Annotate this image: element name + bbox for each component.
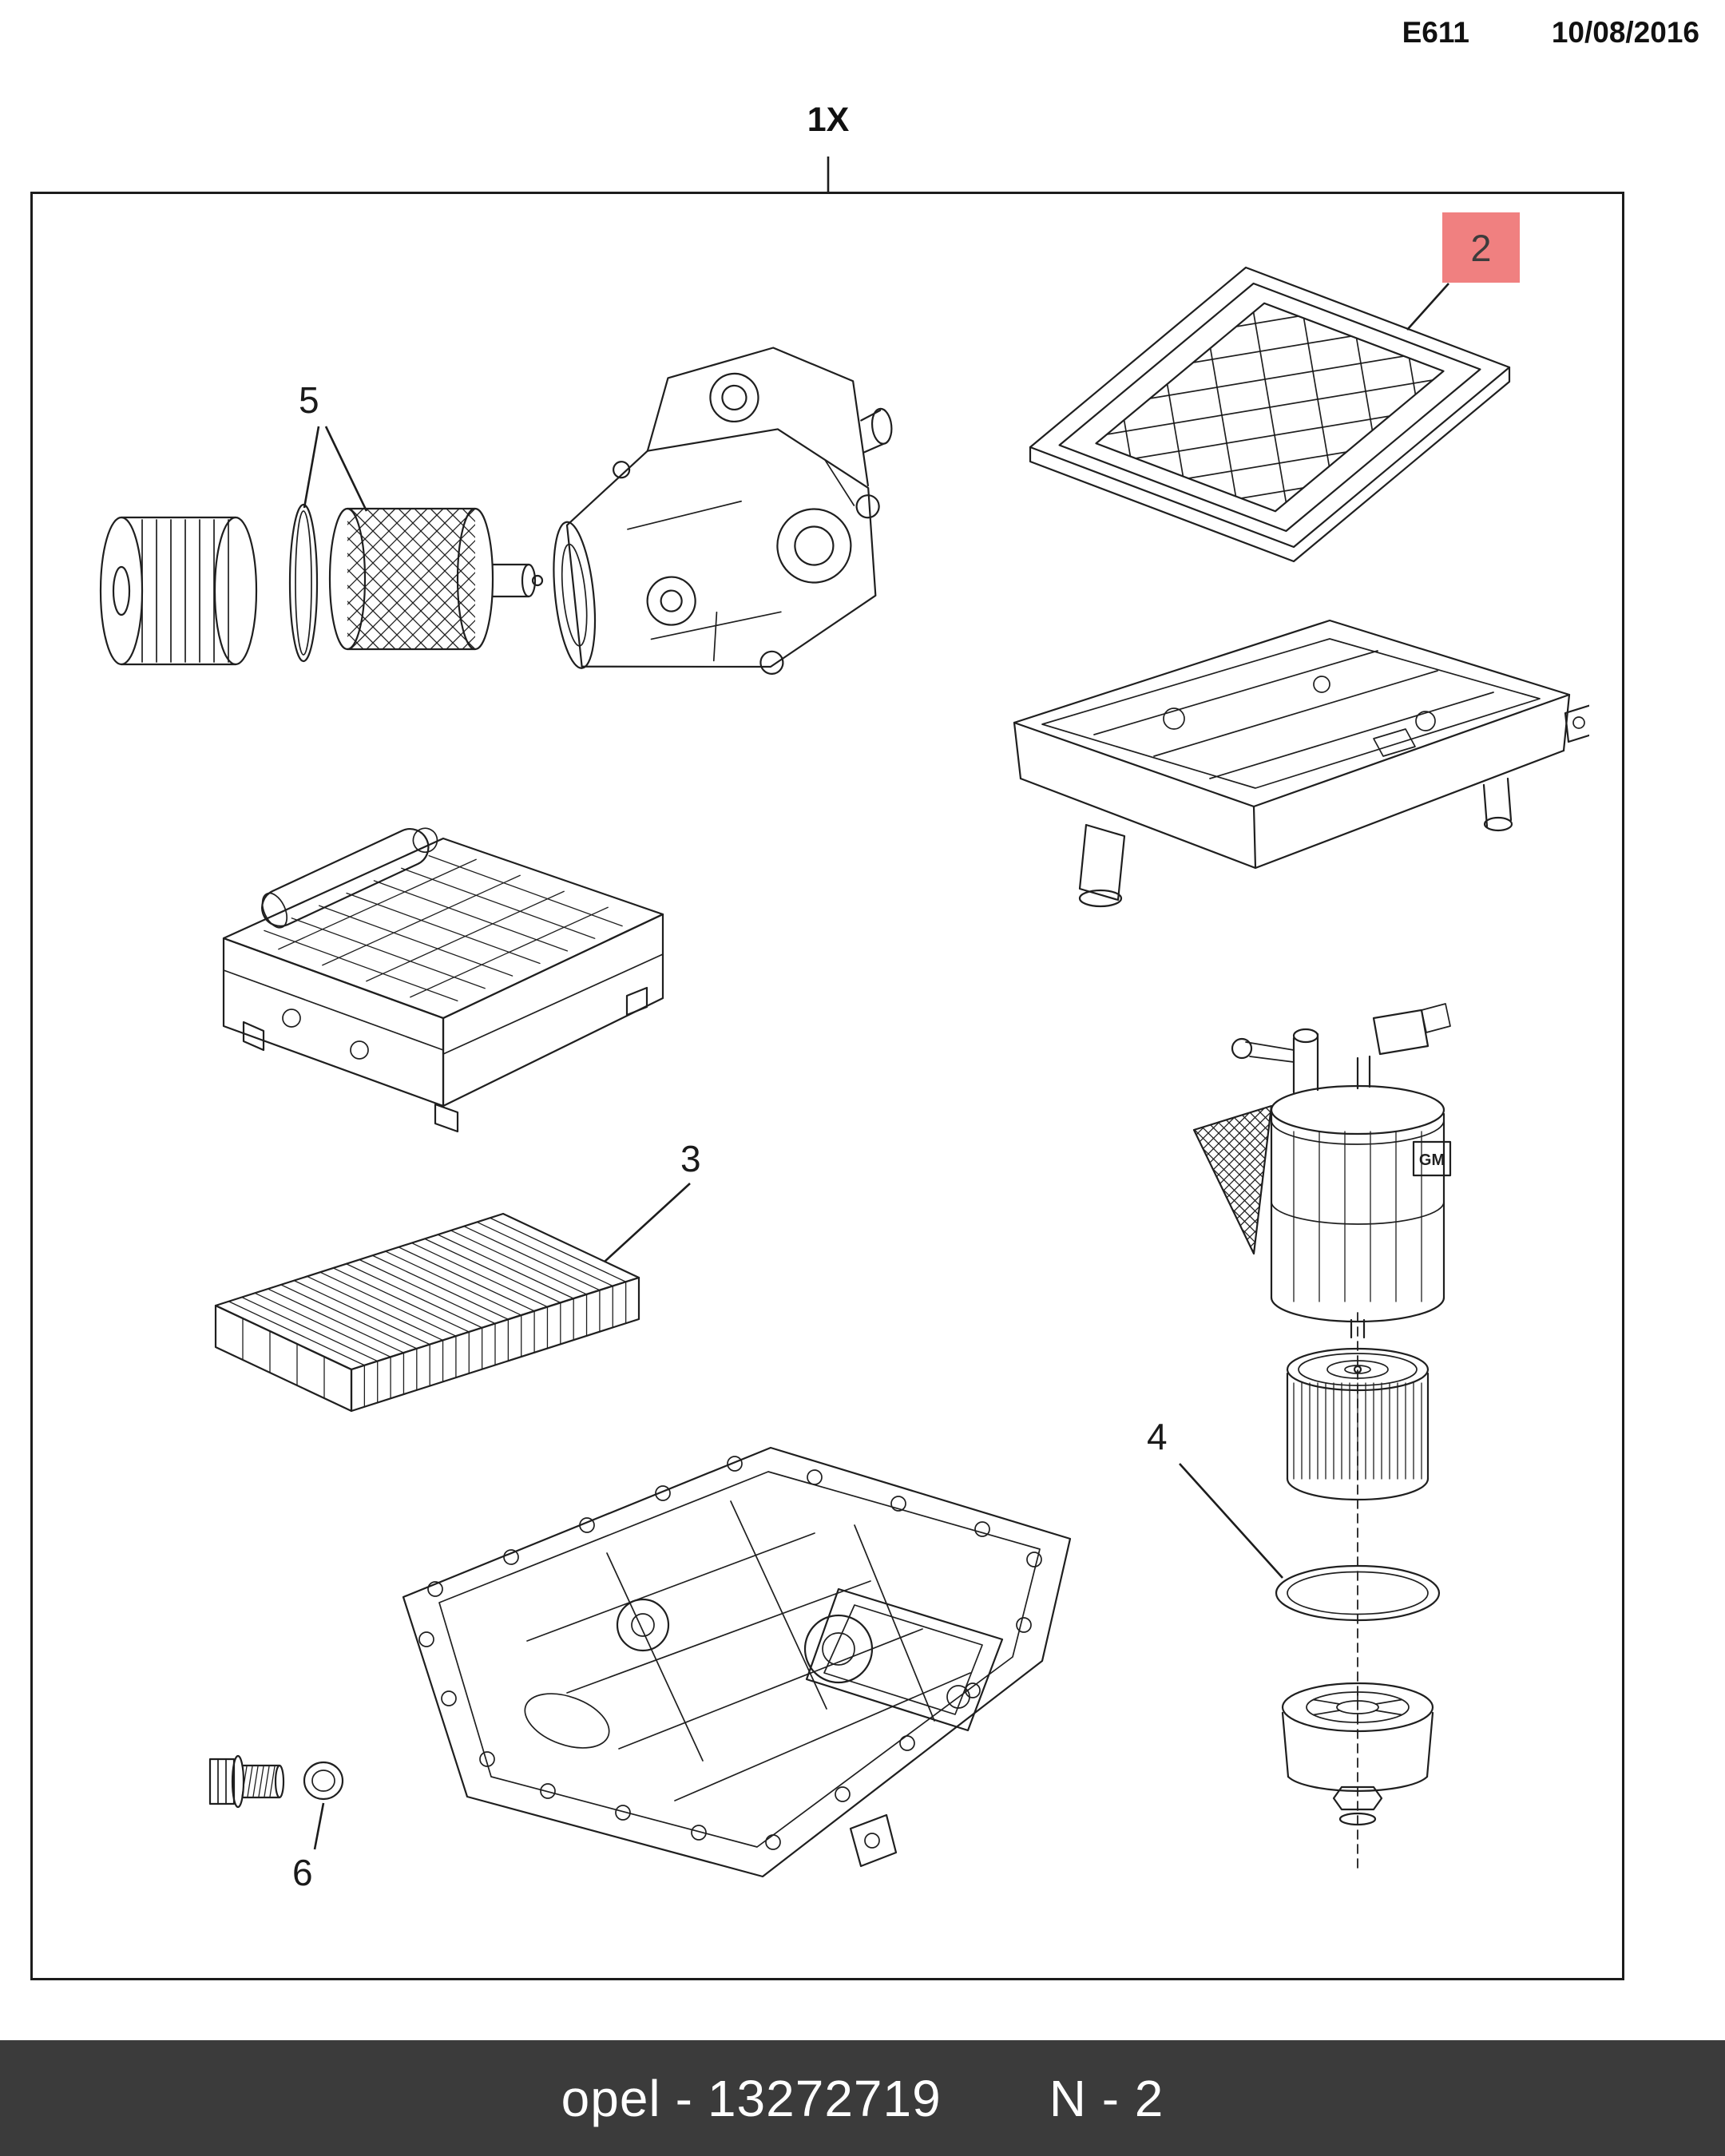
oil-filter-housing-assembly-illustration: [99, 347, 893, 675]
air-cleaner-housing-illustration: [1013, 619, 1589, 908]
mesh-guard: [1192, 1104, 1273, 1255]
footer-bar: opel - 13272719 N - 2: [0, 2040, 1725, 2156]
drain-plug-washer: [303, 1761, 344, 1801]
callout-5[interactable]: 5: [299, 379, 319, 421]
callout-2-highlighted[interactable]: 2: [1442, 212, 1520, 283]
filter-cap: [1281, 1682, 1434, 1826]
cartridge-element: [1286, 1347, 1430, 1501]
cartridge-o-ring: [1275, 1564, 1441, 1622]
gm-logo-badge: [1412, 1140, 1452, 1177]
hvac-evaporator-unit-illustration: [180, 787, 699, 1133]
callout-3[interactable]: 3: [680, 1138, 701, 1179]
fuel-filter-assembly-illustration: GM: [1192, 1003, 1452, 1339]
gm-logo-text: GM: [1419, 1151, 1445, 1169]
drain-plug-and-washer-illustration: [208, 1754, 344, 1809]
part-number: 13272719: [707, 2069, 942, 2127]
page-reference: N - 2: [1049, 2069, 1164, 2127]
doc-code: E611: [1402, 16, 1469, 49]
callout-4[interactable]: 4: [1147, 1416, 1168, 1457]
cabin-air-filter-illustration: [188, 1178, 683, 1417]
oil-filter-cap: [99, 516, 258, 666]
oil-pan-illustration: [402, 1446, 1072, 1878]
air-filter-element-illustration: [982, 236, 1573, 587]
housing-snorkel: [1078, 823, 1126, 902]
o-ring-seal: [288, 503, 319, 663]
footer-part-reference: opel - 13272719: [561, 2069, 942, 2128]
footer-separator: -: [675, 2069, 693, 2127]
oil-filter-cartridge-kit-illustration: [1275, 1312, 1441, 1869]
doc-date: 10/08/2016: [1551, 16, 1699, 49]
quantity-label: 1X: [807, 101, 850, 139]
blower-roller: [261, 827, 438, 929]
filter-thickness-edge: [1029, 366, 1511, 563]
brand-name: opel: [561, 2069, 661, 2127]
callout-6[interactable]: 6: [292, 1852, 313, 1893]
drain-plug: [208, 1754, 285, 1809]
oil-filter-element: [328, 507, 544, 651]
filter-housing-body: [553, 347, 893, 675]
